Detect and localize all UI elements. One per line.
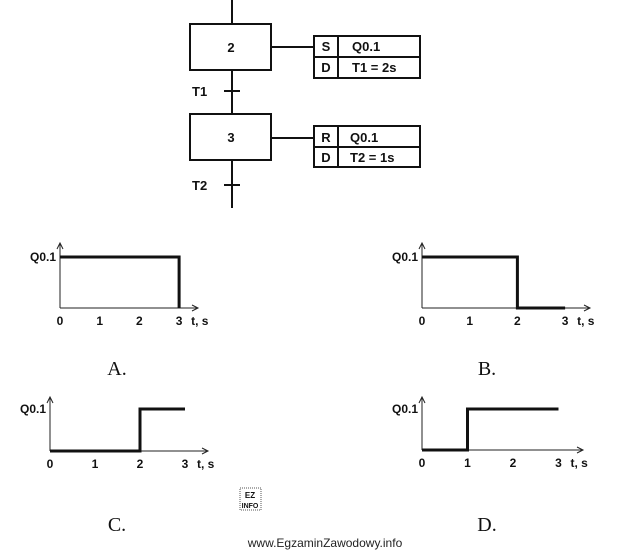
x-tick-label: 3 <box>176 314 183 328</box>
x-tick-label: 2 <box>137 457 144 471</box>
option-label: B. <box>478 358 496 380</box>
x-tick-label: 0 <box>57 314 64 328</box>
sfc-diagram <box>189 0 421 208</box>
action-name: Q0.1 <box>350 130 378 145</box>
footer-url: www.EgzaminZawodowy.info <box>247 536 403 550</box>
signal-line <box>50 407 185 453</box>
y-axis-label: Q0.1 <box>392 402 418 416</box>
x-tick-label: 1 <box>92 457 99 471</box>
transition-label: T2 <box>192 178 207 193</box>
x-axis-label: t, s <box>191 314 209 328</box>
option-label: C. <box>108 514 126 536</box>
x-tick-label: 1 <box>96 314 103 328</box>
option-label: A. <box>107 358 126 380</box>
y-axis-label: Q0.1 <box>392 250 418 264</box>
action-qualifier: R <box>321 130 331 145</box>
y-axis-arrow <box>56 241 64 250</box>
action-qualifier: D <box>321 60 330 75</box>
timing-charts: Q0.1 0 1 2 3 t, s A. Q0.1 0 1 2 3 t, s B. Q0.1 0 1 2 3 t, s… <box>20 241 595 536</box>
y-axis-arrow <box>418 241 426 250</box>
x-tick-label: 3 <box>555 456 562 470</box>
y-axis-label: Q0.1 <box>30 250 56 264</box>
x-axis-arrow <box>583 304 592 312</box>
action-name: Q0.1 <box>352 39 380 54</box>
x-tick-label: 2 <box>136 314 143 328</box>
x-tick-label: 0 <box>47 457 54 471</box>
ez-info-logo: EZ INFO <box>239 487 262 511</box>
action-name: T2 = 1s <box>350 150 394 165</box>
signal-line <box>422 255 566 310</box>
transition-label: T1 <box>192 84 207 99</box>
x-tick-label: 2 <box>510 456 517 470</box>
x-axis-arrow <box>576 446 585 454</box>
x-tick-label: 2 <box>514 314 521 328</box>
svg-text:INFO: INFO <box>242 503 259 510</box>
y-axis-arrow <box>46 395 54 404</box>
x-axis-arrow <box>191 304 200 312</box>
action-name: T1 = 2s <box>352 60 396 75</box>
action-qualifier: S <box>322 39 331 54</box>
x-tick-label: 3 <box>182 457 189 471</box>
signal-line <box>422 407 559 452</box>
option-label: D. <box>477 514 496 536</box>
y-axis-arrow <box>418 395 426 404</box>
step-number: 2 <box>227 40 234 55</box>
x-axis-label: t, s <box>571 456 589 470</box>
x-tick-label: 1 <box>466 314 473 328</box>
x-axis-arrow <box>201 447 210 455</box>
x-tick-label: 0 <box>419 456 426 470</box>
x-tick-label: 3 <box>562 314 569 328</box>
svg-text:EZ: EZ <box>245 491 255 500</box>
action-qualifier: D <box>321 150 330 165</box>
signal-line <box>60 255 181 308</box>
step-number: 3 <box>227 130 234 145</box>
x-axis-label: t, s <box>197 457 215 471</box>
y-axis-label: Q0.1 <box>20 402 46 416</box>
x-axis-label: t, s <box>577 314 595 328</box>
x-tick-label: 1 <box>464 456 471 470</box>
x-tick-label: 0 <box>419 314 426 328</box>
